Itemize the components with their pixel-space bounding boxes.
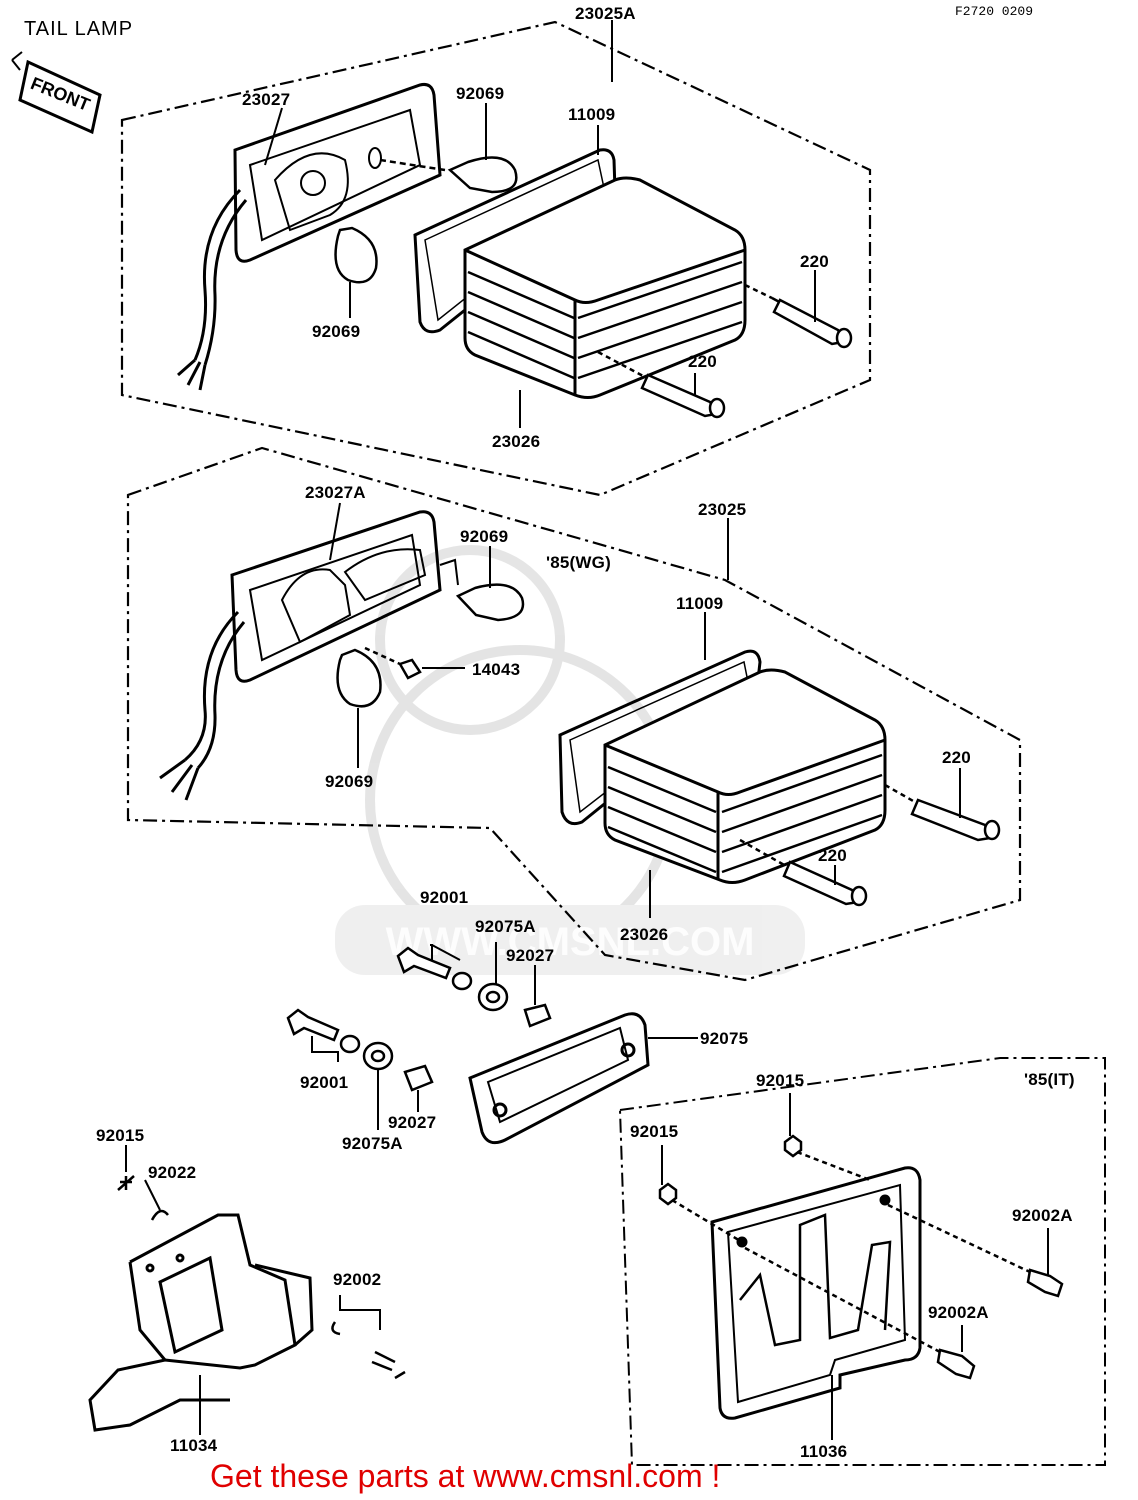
label-middle-bulb-top: 92069 — [460, 527, 509, 546]
plate-nuts — [658, 1134, 871, 1244]
upper-mount-grommet — [477, 982, 509, 1012]
mount-bracket-pad — [468, 1012, 650, 1145]
label-middle-lens: 23026 — [620, 925, 669, 944]
label-mount-collar-upper: 92027 — [506, 946, 555, 965]
label-mount-grommet-lower: 92075A — [342, 1134, 403, 1153]
label-middle-gasket: 11009 — [676, 594, 724, 613]
label-plate-nut-a: 92015 — [630, 1122, 679, 1141]
bracket-clip — [150, 1209, 169, 1221]
label-upper-bulb-bottom: 92069 — [312, 322, 361, 341]
label-middle-variant: '85(WG) — [546, 553, 611, 572]
upper-screw-b — [597, 350, 726, 419]
lower-mount-bolt — [286, 1008, 361, 1054]
label-middle-socket: 14043 — [472, 660, 521, 679]
leader-upper-mount-bolt — [430, 944, 461, 961]
upper-bulb-top — [379, 156, 518, 194]
middle-lens-housing — [230, 510, 459, 683]
lower-mount-grommet — [362, 1041, 394, 1071]
middle-bulb-bottom — [336, 648, 382, 708]
middle-bulb-top — [455, 583, 525, 622]
upper-assembly-outline — [120, 20, 872, 497]
label-upper-bulb-top: 92069 — [456, 84, 505, 103]
label-bracket-nut: 92015 — [96, 1126, 145, 1145]
label-plate-bolt-a: 92002A — [1012, 1206, 1073, 1225]
label-bracket: 11034 — [170, 1436, 218, 1455]
label-mount-bracket-pad: 92075 — [700, 1029, 749, 1048]
label-middle-lens-housing: 23027A — [305, 483, 366, 502]
middle-screw-b — [739, 838, 868, 907]
label-middle-bulb-bottom: 92069 — [325, 772, 374, 791]
middle-assembly-outline — [126, 446, 1022, 982]
leader-23027A — [329, 502, 341, 561]
label-plate-bolt-b: 92002A — [928, 1303, 989, 1322]
lower-mount-collar — [403, 1064, 434, 1092]
label-bracket-clip: 92022 — [148, 1163, 197, 1182]
leader-bracket-screws — [339, 1295, 381, 1330]
label-upper-lens: 23026 — [492, 432, 541, 451]
upper-bulb-bottom — [334, 226, 378, 284]
label-upper-assembly: 23025A — [575, 4, 636, 23]
watermark-text: WWW.CMSNL.COM — [386, 920, 755, 964]
label-mount-grommet-upper: 92075A — [475, 917, 536, 936]
page-title: TAIL LAMP — [24, 18, 134, 40]
drawing-code: F2720 0209 — [955, 4, 1034, 19]
leader-bracket-clip — [144, 1179, 161, 1211]
label-upper-screw-a: 220 — [800, 252, 829, 271]
label-bracket-screw: 92002 — [333, 1270, 382, 1289]
label-mount-bolt-lower: 92001 — [300, 1073, 349, 1092]
leader-23027 — [264, 107, 283, 166]
upper-screw-a — [744, 283, 853, 349]
middle-socket — [364, 646, 422, 680]
label-plate-nut-b: 92015 — [756, 1071, 805, 1090]
label-plate-variant: '85(IT) — [1024, 1070, 1075, 1089]
upper-wire-harness — [177, 188, 248, 391]
label-plate: 11036 — [800, 1442, 848, 1461]
label-middle-screw-a: 220 — [942, 748, 971, 767]
label-middle-assembly: 23025 — [698, 500, 747, 519]
promo-banner[interactable]: Get these parts at www.cmsnl.com ! — [210, 1458, 721, 1494]
upper-lens — [463, 176, 747, 399]
label-mount-bolt-upper: 92001 — [420, 888, 469, 907]
label-middle-screw-b: 220 — [818, 846, 847, 865]
label-upper-screw-b: 220 — [688, 352, 717, 371]
label-upper-gasket: 11009 — [568, 105, 616, 124]
bracket-nut — [117, 1175, 135, 1191]
label-mount-collar-lower: 92027 — [388, 1113, 437, 1132]
middle-wire-harness — [159, 610, 246, 801]
bracket-screws — [331, 1321, 406, 1380]
plate — [710, 1166, 922, 1420]
upper-mount-bolt — [396, 946, 473, 991]
bracket — [88, 1213, 314, 1432]
label-upper-lens-housing: 23027 — [242, 90, 291, 109]
front-direction-marker — [11, 51, 102, 135]
middle-screw-a — [884, 783, 1001, 842]
upper-mount-collar — [523, 1003, 552, 1028]
leader-lower-mount-bolt — [311, 1036, 339, 1062]
plate-bolts — [744, 1203, 1064, 1380]
middle-lens — [603, 668, 887, 884]
